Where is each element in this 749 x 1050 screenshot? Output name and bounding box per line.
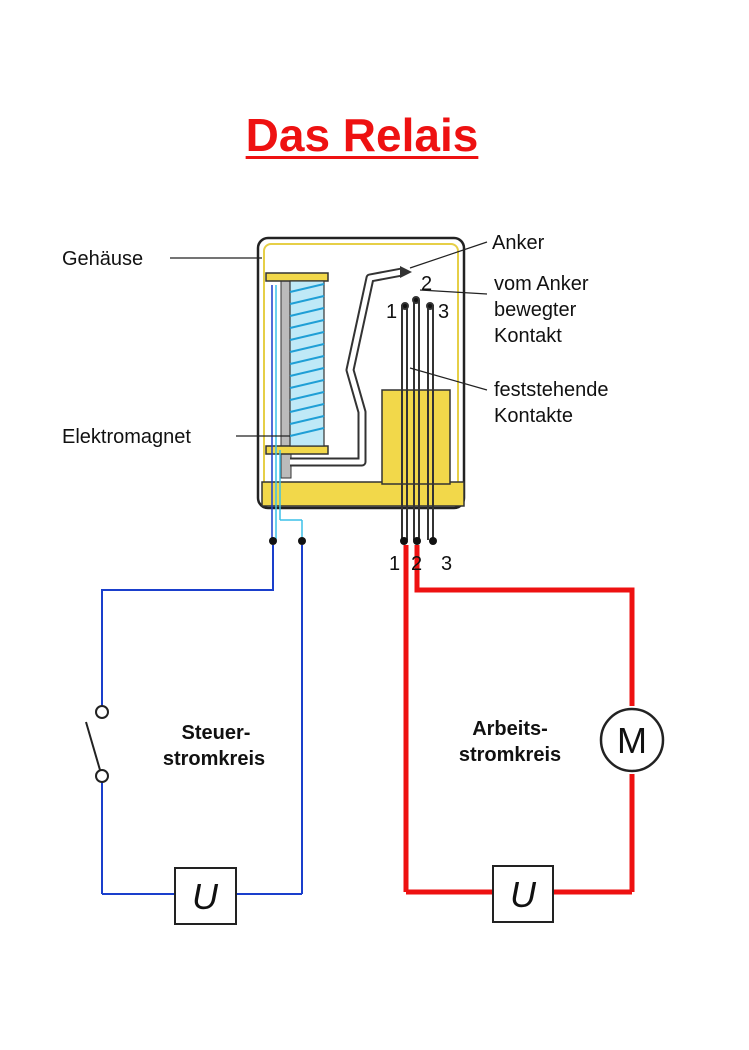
label-steuer-1: Steuer- bbox=[182, 722, 251, 744]
label-vom-anker-3: Kontakt bbox=[494, 325, 562, 347]
switch-symbol bbox=[85, 705, 109, 783]
contact-number-bottom-1: 1 bbox=[389, 553, 400, 575]
contact-number-bottom-3: 3 bbox=[441, 553, 452, 575]
label-gehaeuse: Gehäuse bbox=[62, 248, 143, 270]
electromagnet bbox=[265, 272, 329, 540]
voltage-source-left bbox=[174, 867, 237, 925]
voltage-label-left: U bbox=[192, 876, 219, 917]
label-feststehende-1: feststehende bbox=[494, 379, 609, 401]
label-steuer-2: stromkreis bbox=[163, 748, 265, 770]
motor-label: M bbox=[617, 720, 647, 761]
label-vom-anker-1: vom Anker bbox=[494, 273, 589, 295]
control-circuit-wires bbox=[101, 545, 303, 895]
contact-springs bbox=[401, 296, 434, 540]
label-elektromagnet: Elektromagnet bbox=[62, 426, 191, 448]
relay-housing bbox=[256, 236, 466, 510]
leader-lines bbox=[170, 241, 488, 437]
label-arbeits-2: stromkreis bbox=[459, 744, 561, 766]
contact-number-top-3: 3 bbox=[438, 301, 449, 323]
page-title: Das Relais bbox=[245, 109, 479, 161]
motor-symbol bbox=[599, 707, 665, 773]
work-circuit-wires bbox=[403, 545, 635, 895]
control-terminal-left bbox=[269, 537, 277, 545]
terminals bbox=[269, 537, 437, 545]
contact-number-top-1: 1 bbox=[386, 301, 397, 323]
armature bbox=[290, 266, 412, 467]
work-terminal-2 bbox=[413, 537, 421, 545]
label-feststehende-2: Kontakte bbox=[494, 405, 573, 427]
contact-number-top-2: 2 bbox=[421, 273, 432, 295]
voltage-source-right bbox=[492, 865, 554, 923]
contact-number-bottom-2: 2 bbox=[411, 553, 422, 575]
label-anker: Anker bbox=[492, 232, 545, 254]
control-terminal-right bbox=[298, 537, 306, 545]
label-vom-anker-2: bewegter bbox=[494, 299, 577, 321]
work-terminal-3 bbox=[429, 537, 437, 545]
voltage-label-right: U bbox=[510, 874, 537, 915]
label-arbeits-1: Arbeits- bbox=[472, 718, 548, 740]
work-terminal-1 bbox=[400, 537, 408, 545]
